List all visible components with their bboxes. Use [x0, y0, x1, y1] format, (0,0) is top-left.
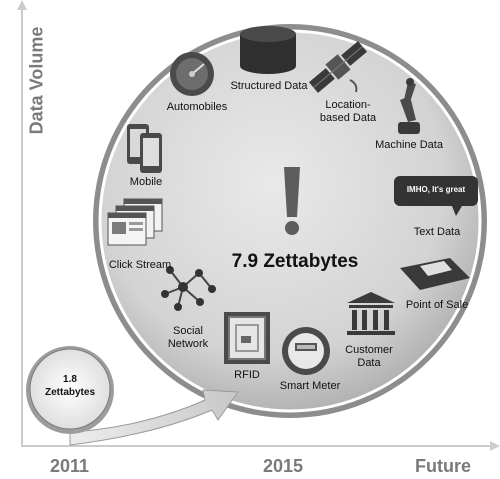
label-customer-data-2: Data: [357, 357, 381, 369]
x-tick-2011: 2011: [50, 456, 90, 476]
x-tick-2015: 2015: [263, 456, 304, 476]
label-rfid: RFID: [234, 369, 260, 381]
label-location-data-1: Location-: [325, 99, 371, 111]
speech-bubble-text: IMHO, It's great: [406, 185, 466, 194]
small-circle-value: 1.8: [63, 374, 77, 385]
smart-meter-icon: [282, 327, 330, 375]
x-tick-future: Future: [415, 456, 471, 476]
growth-arrow: [69, 389, 239, 446]
small-circle: [26, 346, 114, 434]
satellite-icon: [308, 41, 368, 93]
chart-axes: [17, 0, 500, 451]
label-smart-meter: Smart Meter: [279, 380, 341, 392]
headline-zettabytes: 7.9 Zettabytes: [231, 251, 359, 272]
label-automobiles: Automobiles: [166, 101, 228, 113]
small-circle-unit: Zettabytes: [44, 387, 95, 398]
database-icon: [240, 26, 296, 74]
browser-windows-icon: [107, 198, 163, 246]
label-mobile: Mobile: [129, 176, 163, 188]
label-click-stream: Click Stream: [108, 259, 172, 271]
speech-bubble-icon: [394, 176, 478, 216]
mobile-phone-icon: [127, 124, 162, 173]
label-customer-data-1: Customer: [345, 344, 393, 356]
label-location-data-2: based Data: [319, 112, 377, 124]
social-network-icon: [161, 266, 216, 311]
robot-arm-icon: [398, 78, 420, 134]
y-axis-label: Data Volume: [26, 26, 47, 135]
label-text-data: Text Data: [413, 226, 461, 238]
label-social-network-1: Social: [173, 325, 203, 337]
exclamation-icon: [284, 167, 300, 235]
label-point-of-sale: Point of Sale: [405, 299, 469, 311]
label-machine-data: Machine Data: [375, 139, 443, 151]
pos-terminal-icon: [400, 258, 470, 290]
rfid-tag-icon: [224, 312, 270, 364]
label-structured-data: Structured Data: [230, 80, 308, 92]
speedometer-icon: [170, 52, 214, 96]
label-social-network-2: Network: [167, 338, 209, 350]
bank-building-icon: [347, 292, 395, 335]
